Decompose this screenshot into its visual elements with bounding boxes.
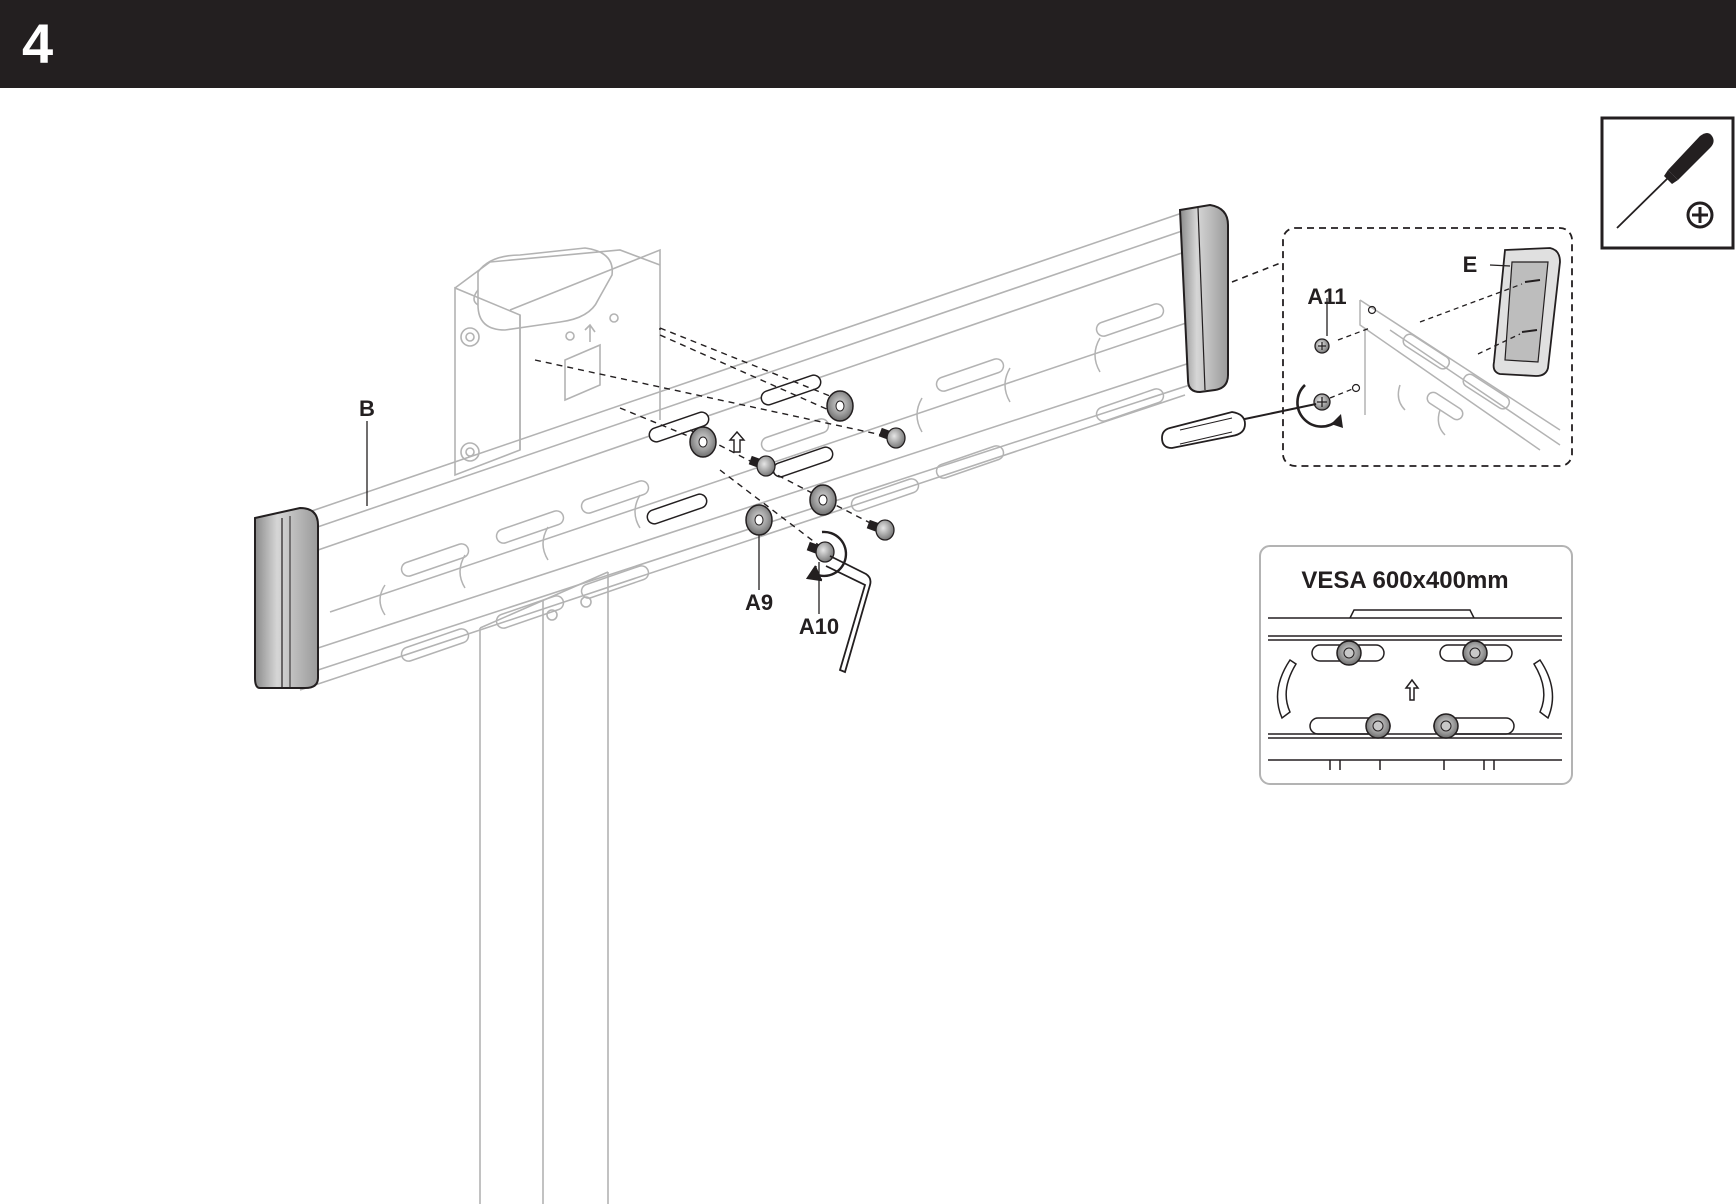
bolt-a10-upper-right — [878, 427, 906, 449]
vesa-bolt-top-left — [1336, 640, 1362, 666]
rail-slots — [379, 303, 1165, 662]
vesa-bolt-bottom-right — [1433, 713, 1459, 739]
step-number: 4 — [22, 12, 54, 75]
bolt-a10-lower-right — [866, 519, 895, 541]
main-rail — [299, 211, 1206, 691]
washer-a9-upper-right — [826, 390, 854, 422]
rail-front-slots — [646, 374, 834, 525]
screwdriver-icon — [1161, 403, 1317, 449]
phillips-screwdriver-icon — [1616, 133, 1714, 229]
bolt-a10-lower-left — [806, 541, 835, 563]
washer-a9-lower-left — [745, 504, 773, 536]
vesa-bolt-bottom-left — [1365, 713, 1391, 739]
end-cap-detail-inset: E A11 — [1161, 227, 1573, 467]
right-end-cap — [1178, 203, 1229, 394]
tool-required-box — [1600, 116, 1735, 250]
vesa-bolt-top-right — [1462, 640, 1488, 666]
mounting-bracket — [454, 247, 661, 477]
left-end-cap — [254, 506, 319, 689]
label-b: B — [359, 396, 375, 421]
up-arrow-icon — [728, 430, 746, 453]
washer-a9-lower-right — [809, 484, 837, 516]
step-header-bar: 4 — [0, 0, 1736, 88]
washer-a9-upper-left — [689, 426, 717, 458]
vesa-title: VESA 600x400mm — [1301, 567, 1508, 594]
leader-lines — [366, 421, 820, 614]
label-e: E — [1463, 252, 1478, 277]
label-a9: A9 — [745, 590, 773, 615]
label-a10: A10 — [799, 614, 839, 639]
bolt-a10-upper-left — [748, 455, 776, 477]
label-a11: A11 — [1307, 284, 1346, 309]
column-pole — [479, 571, 609, 1204]
allen-key-icon — [825, 555, 872, 674]
vesa-inset: VESA 600x400mm — [1259, 545, 1573, 785]
